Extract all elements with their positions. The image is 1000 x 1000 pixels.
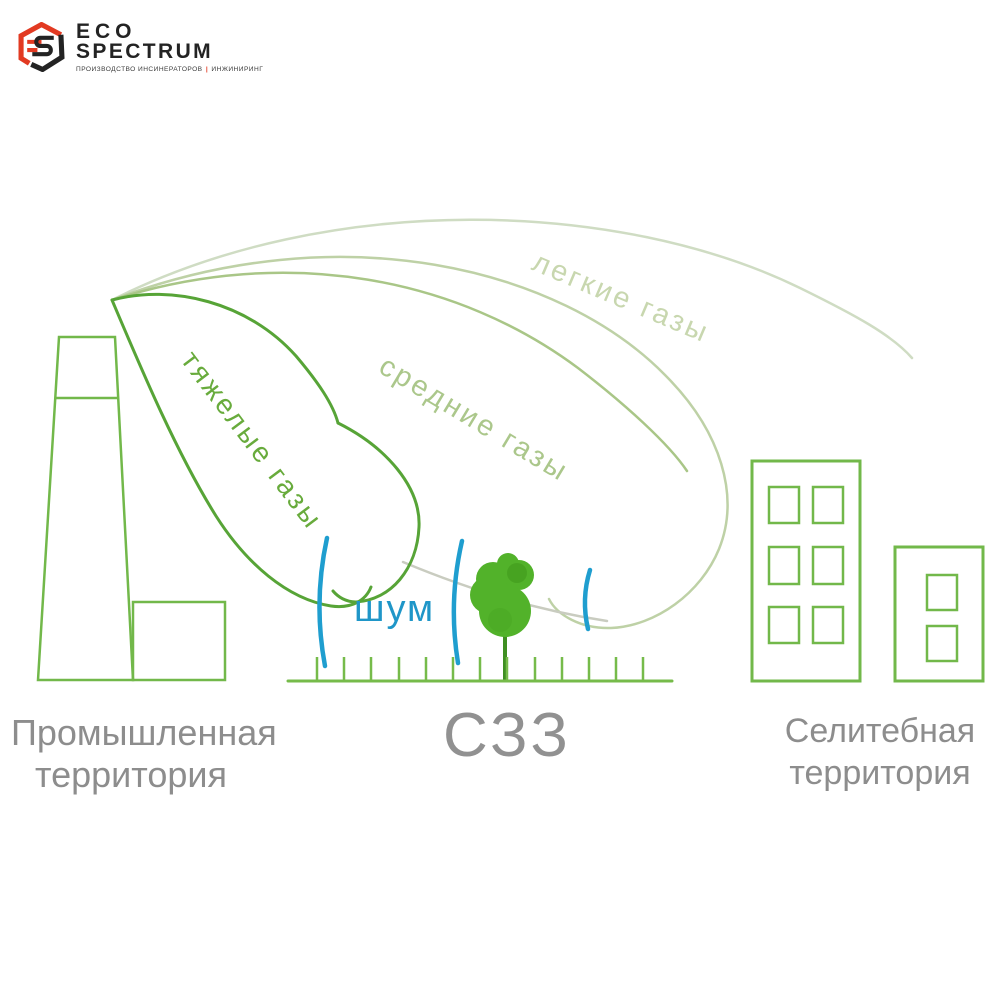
plume-medium-arc xyxy=(110,271,689,473)
window xyxy=(811,545,845,586)
logo-s-stroke xyxy=(32,35,54,57)
noise-arc-1 xyxy=(317,535,330,669)
window xyxy=(811,605,845,645)
tree-crown xyxy=(470,576,508,614)
eco-spectrum-hexagon-logo-icon xyxy=(18,22,65,72)
window xyxy=(767,545,801,586)
plume-light-outer-arc xyxy=(110,218,914,360)
label-residential-territory: Селитебная территория xyxy=(760,710,1000,794)
window xyxy=(811,485,845,525)
logo: ECO SPECTRUM ПРОИЗВОДСТВО ИНСИНЕРАТОРОВ … xyxy=(0,0,320,95)
plume-heavy-left-edge xyxy=(110,298,373,609)
building-outline xyxy=(750,459,862,683)
logo-word-spectrum: SPECTRUM xyxy=(76,40,214,63)
tree-crown-shade xyxy=(507,563,527,583)
industrial-line2: территория xyxy=(35,754,227,795)
logo-word-eco: ECO xyxy=(76,20,137,43)
window xyxy=(767,485,801,525)
label-buffer-zone-szz: СЗЗ xyxy=(443,701,571,770)
tree xyxy=(470,553,534,681)
factory-annex-building xyxy=(131,600,227,682)
szz-ruler xyxy=(286,657,674,683)
industrial-line1: Промышленная xyxy=(11,712,277,753)
residential-building-short xyxy=(893,545,985,683)
plume-heavy-right-lobe xyxy=(331,421,421,604)
window xyxy=(925,573,959,612)
chimney-outline xyxy=(36,335,135,682)
tagline-part2: ИНЖИНИРИНГ xyxy=(211,66,264,73)
logo-text: ECO SPECTRUM ПРОИЗВОДСТВО ИНСИНЕРАТОРОВ … xyxy=(76,20,263,73)
residential-line1: Селитебная xyxy=(784,712,976,750)
ruler-ticks xyxy=(315,657,645,681)
logo-tagline: ПРОИЗВОДСТВО ИНСИНЕРАТОРОВ | ИНЖИНИРИНГ xyxy=(76,66,263,73)
plume-heavy-top-edge xyxy=(110,292,340,425)
logo-hex-black-segment xyxy=(30,34,65,72)
window xyxy=(767,605,801,645)
label-noise: шум xyxy=(354,588,436,630)
residential-building-tall xyxy=(750,459,862,683)
logo-hex-red-segment xyxy=(18,22,63,66)
tagline-separator: | xyxy=(205,66,209,73)
residential-line2: территория xyxy=(789,754,971,792)
label-industrial-territory: Промышленная территория xyxy=(11,712,277,796)
tagline-part1: ПРОИЗВОДСТВО ИНСИНЕРАТОРОВ xyxy=(76,66,203,73)
window xyxy=(925,624,959,663)
noise-arc-3 xyxy=(582,567,593,632)
tree-crown-shade xyxy=(488,608,512,632)
noise-arc-2 xyxy=(451,538,465,666)
building-outline xyxy=(893,545,985,683)
plume-light-loop xyxy=(110,255,729,630)
